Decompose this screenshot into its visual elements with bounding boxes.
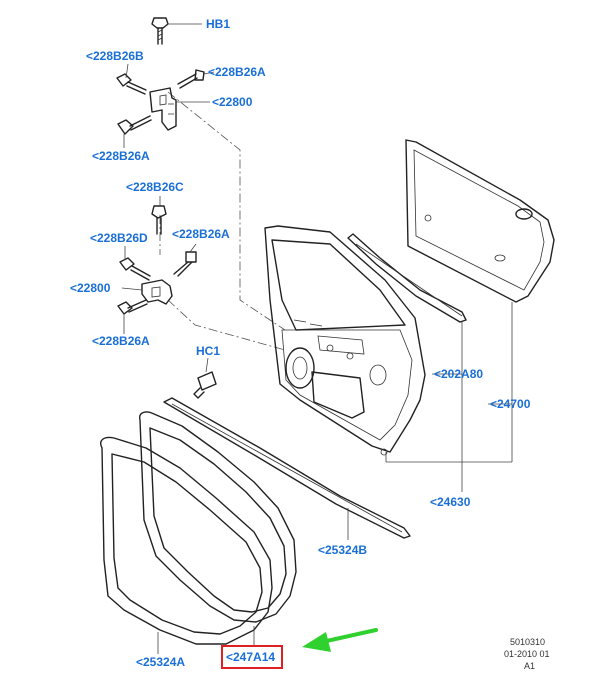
leader-lines [121,23,513,654]
bolt-lower-right [173,251,197,277]
hinge-upper [149,87,177,131]
callout-belt-strip: <25324B [318,543,367,557]
diagram-footer: 5010310 01-2010 01 A1 [504,637,550,671]
callout-outer-panel: <24700 [490,397,531,411]
weatherstrip-inner [139,411,297,623]
callout-bolt-lower-bottom: <228B26A [92,334,150,348]
callout-hinge-lower: <22800 [70,281,111,295]
belt-weatherstrip [163,397,411,539]
bolt-lower-bottom [117,299,148,315]
callout-hinge-upper: <22800 [212,95,253,109]
callout-hc1: HC1 [196,344,220,358]
door-outer-panel [405,139,555,303]
callout-bolt-lower-right: <228B26A [172,227,230,241]
weatherstrip-outer [100,436,273,645]
callout-bolt-upper-right: <228B26A [208,65,266,79]
callout-labels: HB1 <228B26B <228B26A <22800 <228B26A <2… [70,17,531,669]
clip-hc1 [193,371,217,399]
upper-hinge-group [116,17,205,135]
bolt-upper-right [177,69,205,89]
callout-bolt-lower-top: <228B26C [126,180,184,194]
callout-bolt-upper-lower: <228B26A [92,149,150,163]
callout-door-assy: <24630 [430,495,471,509]
bolt-upper-left [116,73,147,95]
callout-bolt-upper-left: <228B26B [86,49,144,63]
highlight-box [221,645,283,669]
bolt-lower-top [151,205,167,235]
callout-bolt-lower-left: <228B26D [90,231,148,245]
callout-weatherstrip-inner: <247A14 [226,650,275,664]
green-arrow-icon [302,628,378,652]
callout-hb1: HB1 [206,17,230,31]
bolt-upper-lower [117,115,152,135]
glass-run-channel [347,233,467,323]
callout-glass-run: <202A80 [434,367,483,381]
footer-date: 01-2010 01 [504,649,550,659]
footer-code: 5010310 [510,637,545,647]
bolt-hb1 [151,17,169,45]
door-inner-panel [264,225,426,456]
alignment-lines [159,91,286,351]
footer-rev: A1 [524,661,535,671]
hinge-lower [141,279,173,305]
lower-hinge-group [117,205,197,315]
bolt-lower-left [119,257,151,281]
callout-weatherstrip-outer: <25324A [136,655,185,669]
